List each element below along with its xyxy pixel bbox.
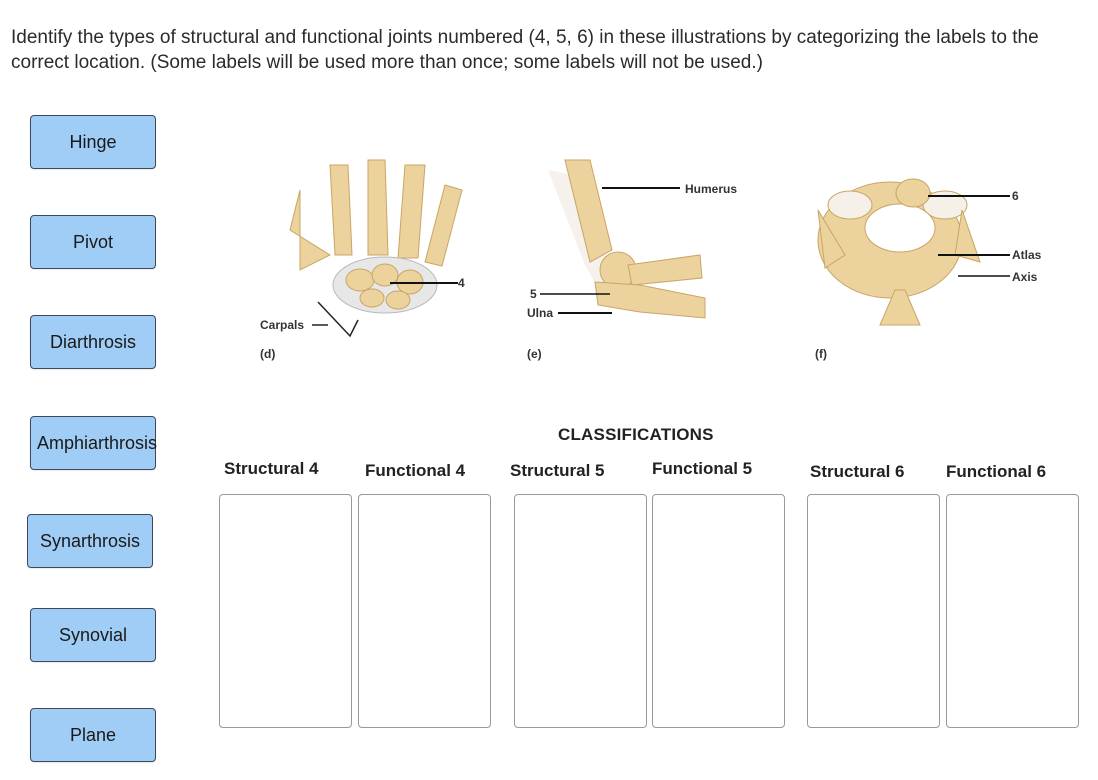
- label-hinge[interactable]: Hinge: [30, 115, 156, 169]
- figure-d-caption: (d): [260, 347, 276, 361]
- label-synovial[interactable]: Synovial: [30, 608, 156, 662]
- label-plane[interactable]: Plane: [30, 708, 156, 762]
- figure-f-caption: (f): [815, 347, 827, 361]
- column-functional-6: Functional 6: [946, 462, 1047, 481]
- ulna-label: Ulna: [527, 306, 554, 320]
- figure-e-caption: (e): [527, 347, 542, 361]
- column-structural-5: Structural 5: [510, 461, 605, 480]
- humerus-label: Humerus: [685, 182, 738, 196]
- dropzone-structural-6[interactable]: [807, 494, 940, 728]
- column-structural-4: Structural 4: [224, 459, 319, 478]
- label-amphiarthrosis[interactable]: Amphiarthrosis: [30, 416, 157, 470]
- atlas-axis-illustration: [817, 178, 1010, 326]
- atlas-label: Atlas: [1012, 248, 1042, 262]
- dropzone-functional-4[interactable]: [358, 494, 491, 728]
- label-pivot[interactable]: Pivot: [30, 215, 156, 269]
- dropzone-functional-5[interactable]: [652, 494, 785, 728]
- column-functional-4: Functional 4: [365, 461, 466, 480]
- carpals-label: Carpals: [260, 318, 305, 332]
- dropzone-structural-5[interactable]: [514, 494, 647, 728]
- figure-d-number: 4: [458, 276, 465, 290]
- dropzone-functional-6[interactable]: [946, 494, 1079, 728]
- dropzone-structural-4[interactable]: [219, 494, 352, 728]
- wrist-illustration: [289, 159, 463, 338]
- label-diarthrosis[interactable]: Diarthrosis: [30, 315, 156, 369]
- figure-f-number: 6: [1012, 189, 1019, 203]
- label-synarthrosis[interactable]: Synarthrosis: [27, 514, 153, 568]
- column-functional-5: Functional 5: [652, 459, 753, 478]
- joint-illustrations: [289, 159, 1010, 338]
- column-structural-6: Structural 6: [810, 462, 905, 481]
- question-text: Identify the types of structural and fun…: [11, 27, 1039, 73]
- classifications-title: CLASSIFICATIONS: [558, 425, 714, 444]
- elbow-illustration: [540, 159, 706, 319]
- figure-e-number: 5: [530, 287, 537, 301]
- axis-label: Axis: [1012, 270, 1038, 284]
